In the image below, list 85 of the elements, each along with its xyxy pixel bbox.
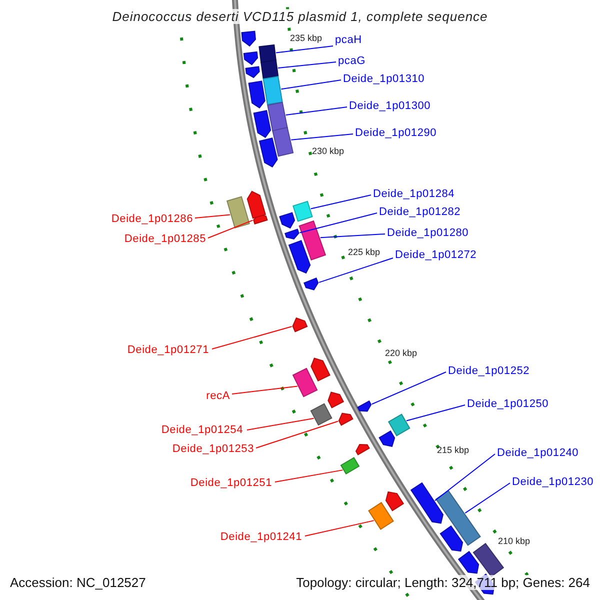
leader-line (274, 470, 344, 482)
gene-label: Deide_1p01271 (127, 344, 209, 357)
gene-marker (258, 138, 278, 168)
leader-line (285, 106, 348, 116)
tick-label: 235 kbp (290, 33, 322, 43)
leader-line (278, 62, 336, 69)
leader-line (464, 482, 510, 514)
gene-block (262, 76, 283, 106)
gene-label: Deide_1p01272 (395, 249, 477, 262)
gene-marker (279, 212, 296, 229)
gene-marker (253, 110, 272, 138)
gene-block (226, 196, 250, 228)
gene-marker (248, 80, 266, 109)
leader-line (320, 234, 386, 238)
gene-label: pcaG (338, 55, 366, 68)
gene-label: Deide_1p01286 (111, 213, 193, 226)
gene-marker (357, 400, 372, 412)
leader-line (371, 372, 446, 405)
gene-block (310, 403, 332, 426)
gene-label: Deide_1p01252 (448, 365, 530, 378)
gene-label: Deide_1p01251 (190, 477, 272, 490)
gene-marker (243, 51, 258, 66)
gene-label: Deide_1p01230 (512, 476, 594, 489)
gene-marker (310, 358, 330, 382)
gene-label: Deide_1p01284 (373, 188, 455, 201)
footer-text: Topology: circular; Length: 324,711 bp; Genes: 264 (294, 575, 592, 590)
gene-label: Deide_1p01253 (172, 443, 254, 456)
gene-marker (328, 392, 344, 408)
leader-line (276, 46, 334, 54)
gene-label: pcaH (335, 34, 362, 47)
leader-line (246, 418, 314, 430)
gene-label: Deide_1p01241 (220, 531, 302, 544)
tick-label: 220 kbp (385, 348, 418, 358)
gene-marker (284, 228, 300, 240)
gene-marker (241, 30, 256, 47)
leader-line (406, 404, 466, 422)
gene-marker (304, 278, 319, 290)
leader-line (290, 134, 354, 140)
gene-block (258, 44, 277, 64)
gene-label: Deide_1p01310 (343, 73, 425, 86)
gene-marker (378, 430, 396, 448)
gene-marker (385, 491, 404, 512)
gene-block (472, 542, 504, 578)
footer-text: Accession: NC_012527 (8, 575, 148, 590)
gene-marker (458, 550, 480, 574)
gene-marker (355, 444, 370, 456)
leader-line (280, 80, 342, 90)
tick-label: 215 kbp (437, 445, 470, 455)
tick-label: 210 kbp (498, 536, 530, 546)
gene-block (435, 490, 481, 546)
leader-line (318, 258, 394, 283)
gene-marker (410, 482, 444, 524)
gene-block (272, 126, 294, 157)
gene-marker (440, 525, 464, 552)
gene-label: Deide_1p01282 (379, 206, 461, 219)
leader-line (208, 220, 254, 238)
gene-marker (245, 66, 260, 78)
gene-block (260, 60, 279, 79)
gene-marker (292, 317, 308, 332)
gene-block (368, 502, 394, 530)
gene-label: Deide_1p01300 (349, 100, 431, 113)
gene-label: Deide_1p01290 (355, 127, 437, 140)
leader-line (299, 212, 378, 234)
gene-label: Deide_1p01240 (497, 447, 579, 460)
gene-block (292, 200, 313, 222)
gene-block (292, 368, 318, 398)
leader-line (194, 214, 231, 218)
leader-line (212, 326, 292, 350)
leader-line (256, 420, 338, 448)
leader-line (304, 520, 374, 536)
gene-label: Deide_1p01254 (161, 424, 243, 437)
gene-label: Deide_1p01285 (124, 233, 206, 246)
gene-block (298, 220, 326, 261)
gene-block (340, 456, 360, 475)
leader-line (232, 386, 298, 394)
gene-marker (338, 412, 354, 426)
gene-label: Deide_1p01250 (467, 398, 549, 411)
gene-block (267, 102, 288, 132)
leader-line (310, 194, 372, 210)
gene-label: recA (206, 390, 230, 403)
gene-block (388, 414, 410, 436)
tick-label: 225 kbp (348, 247, 380, 257)
tick-label: 230 kbp (312, 146, 344, 156)
gene-label: Deide_1p01280 (387, 227, 469, 240)
leader-line (434, 454, 496, 502)
